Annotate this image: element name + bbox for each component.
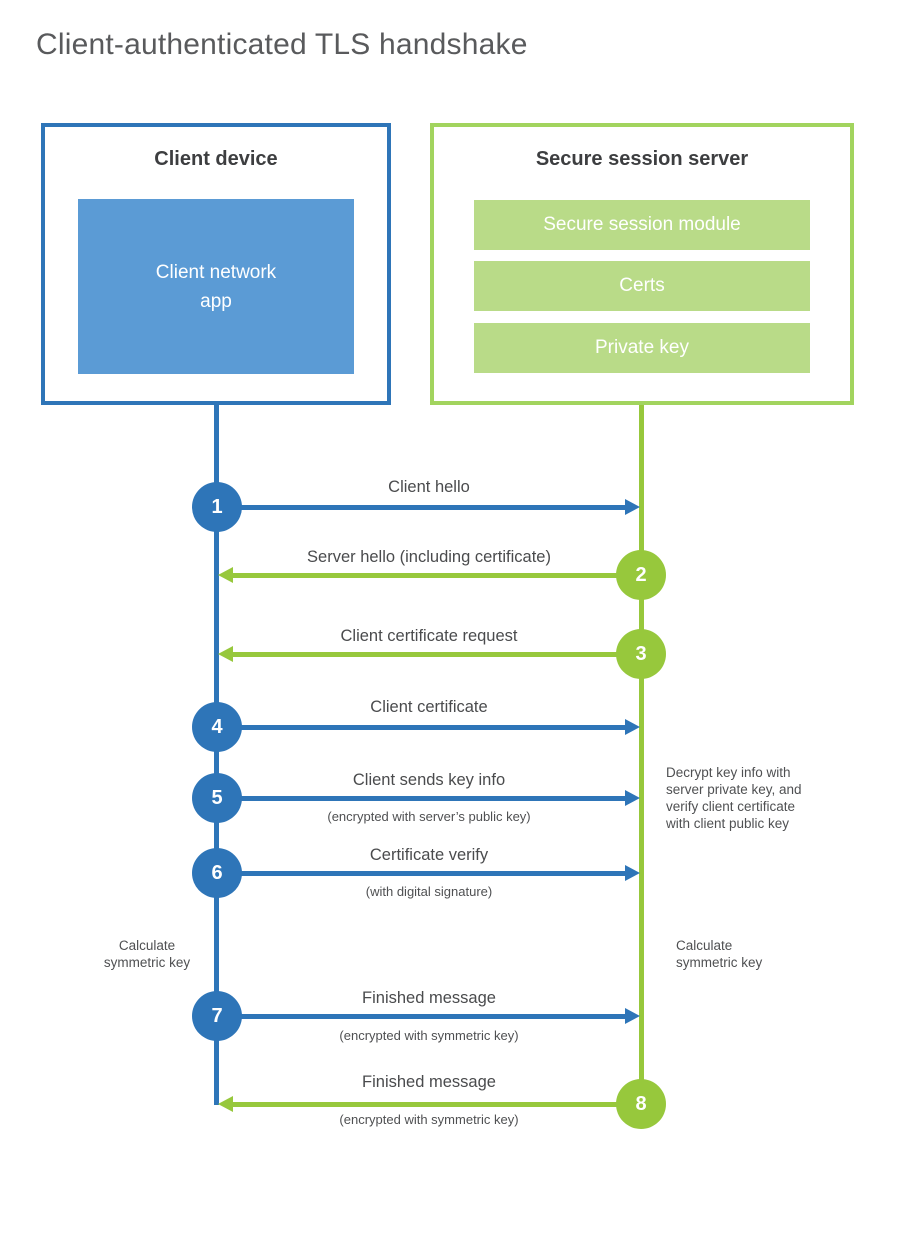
step-1-arrow-right-icon bbox=[217, 499, 640, 515]
step-4-arrow-right-icon bbox=[217, 719, 640, 735]
client-lifeline bbox=[214, 405, 219, 1105]
step-6-arrow-right-icon bbox=[217, 865, 640, 881]
client-network-app-block: Client network app bbox=[78, 199, 354, 374]
step-3-arrow-left-icon bbox=[218, 646, 641, 662]
step-1-label: Client hello bbox=[388, 478, 470, 496]
step-7-sublabel: (encrypted with symmetric key) bbox=[339, 1028, 519, 1043]
step-2-badge: 2 bbox=[616, 550, 666, 600]
server-decrypt-note: Decrypt key info with server private key… bbox=[666, 765, 802, 831]
server-module-private-key: Private key bbox=[474, 323, 810, 373]
page-title: Client-authenticated TLS handshake bbox=[36, 28, 528, 61]
step-8-label: Finished message bbox=[362, 1073, 496, 1091]
step-6-label: Certificate verify bbox=[369, 846, 489, 864]
step-3-label: Client certificate request bbox=[340, 627, 518, 645]
server-lifeline bbox=[639, 405, 644, 1104]
server-module-certs: Certs bbox=[474, 261, 810, 311]
step-2-label: Server hello (including certificate) bbox=[307, 548, 551, 566]
step-5-arrow-right-icon bbox=[217, 790, 640, 806]
step-5-badge: 5 bbox=[192, 773, 242, 823]
step-4-label: Client certificate bbox=[370, 698, 488, 716]
server-module-secure-session: Secure session module bbox=[474, 200, 810, 250]
step-7-badge: 7 bbox=[192, 991, 242, 1041]
step-8-badge: 8 bbox=[616, 1079, 666, 1129]
step-5-sublabel: (encrypted with server’s public key) bbox=[327, 809, 531, 824]
client-device-box: Client device Client network app bbox=[41, 123, 391, 405]
step-8-arrow-left-icon bbox=[218, 1096, 641, 1112]
client-device-title: Client device bbox=[154, 148, 278, 170]
step-7-label: Finished message bbox=[362, 989, 496, 1007]
step-3-badge: 3 bbox=[616, 629, 666, 679]
step-8-sublabel: (encrypted with symmetric key) bbox=[339, 1112, 519, 1127]
server-calculate-key-note: Calculate symmetric key bbox=[676, 938, 763, 970]
step-2-arrow-left-icon bbox=[218, 567, 641, 583]
server-box-title: Secure session server bbox=[535, 148, 749, 170]
step-4-badge: 4 bbox=[192, 702, 242, 752]
step-5-label: Client sends key info bbox=[352, 771, 506, 789]
server-box: Secure session server Secure session mod… bbox=[430, 123, 854, 405]
step-7-arrow-right-icon bbox=[217, 1008, 640, 1024]
step-1-badge: 1 bbox=[192, 482, 242, 532]
step-6-badge: 6 bbox=[192, 848, 242, 898]
client-calculate-key-note: Calculate symmetric key bbox=[103, 938, 191, 970]
step-6-sublabel: (with digital signature) bbox=[365, 884, 493, 899]
